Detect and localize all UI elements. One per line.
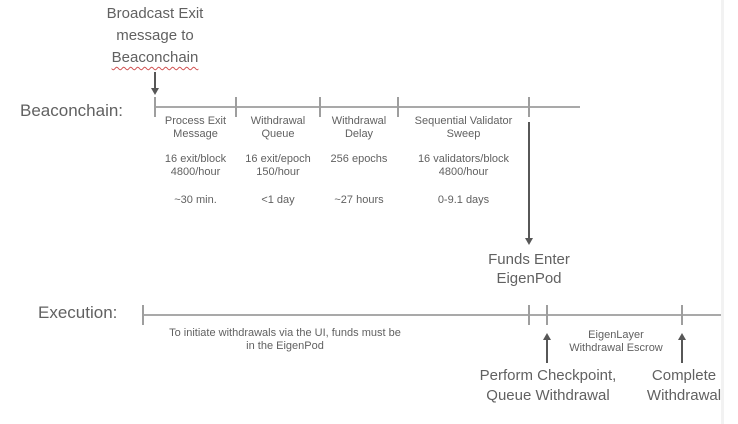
segment-duration: 0-9.1 days (437, 194, 490, 206)
arrow-head-up-icon (543, 333, 551, 340)
segment-name: Withdrawal Queue (250, 115, 306, 140)
beaconchain-tick-3 (319, 97, 321, 117)
arrow-head-up-icon (678, 333, 686, 340)
beaconchain-tick-1 (154, 97, 156, 117)
segment-rate: 16 validators/block 4800/hour (417, 153, 510, 178)
segment-rate: 16 exit/block 4800/hour (164, 153, 227, 178)
segment-name: Process Exit Message (164, 115, 227, 140)
funds-enter-label: Funds Enter EigenPod (488, 251, 570, 287)
arrow-head-down-icon (524, 238, 533, 245)
broadcast-note-line2: message to (116, 27, 194, 44)
broadcast-note-line1: Broadcast Exit (106, 5, 204, 22)
segment-withdrawal-queue: Withdrawal Queue 16 exit/epoch 150/hour … (236, 115, 320, 215)
segment-rate: 256 epochs (330, 153, 388, 165)
segment-withdrawal-delay: Withdrawal Delay 256 epochs ~27 hours (320, 115, 398, 215)
execution-tick-2 (528, 305, 530, 325)
execution-tick-3 (546, 305, 548, 325)
broadcast-note: Broadcast Exit message to Beaconchain (75, 3, 235, 69)
execution-tick-4 (681, 305, 683, 325)
segment-duration: ~27 hours (334, 194, 384, 206)
withdrawal-escrow-label: EigenLayer Withdrawal Escrow (569, 329, 663, 354)
arrow-line (546, 340, 548, 363)
segment-sequential-validator-sweep: Sequential Validator Sweep 16 validators… (398, 115, 529, 215)
arrow-head-down-icon (150, 88, 159, 95)
segment-duration: ~30 min. (174, 194, 217, 206)
segment-duration: <1 day (261, 194, 295, 206)
arrow-line (681, 340, 683, 363)
execution-row-label: Execution: (38, 303, 118, 322)
broadcast-note-line3-misspelled: Beaconchain (111, 49, 199, 66)
execution-tick-1 (142, 305, 144, 325)
segment-name: Withdrawal Delay (331, 115, 387, 140)
complete-withdrawal-label: Complete Withdrawal (646, 367, 722, 404)
arrow-line (528, 122, 530, 238)
ui-initiate-note: To initiate withdrawals via the UI, fund… (169, 327, 401, 352)
slide-edge-line (721, 0, 724, 424)
beaconchain-tick-5 (528, 97, 530, 117)
segment-rate: 16 exit/epoch 150/hour (245, 153, 311, 178)
beaconchain-tick-4 (397, 97, 399, 117)
segment-process-exit-message: Process Exit Message 16 exit/block 4800/… (155, 115, 236, 215)
arrow-line (154, 72, 156, 89)
segment-name: Sequential Validator Sweep (414, 115, 513, 140)
beaconchain-row-label: Beaconchain: (20, 101, 124, 120)
beaconchain-timeline-line (155, 106, 580, 108)
perform-checkpoint-label: Perform Checkpoint, Queue Withdrawal (479, 367, 617, 404)
beaconchain-tick-2 (235, 97, 237, 117)
execution-timeline-line (143, 314, 723, 316)
